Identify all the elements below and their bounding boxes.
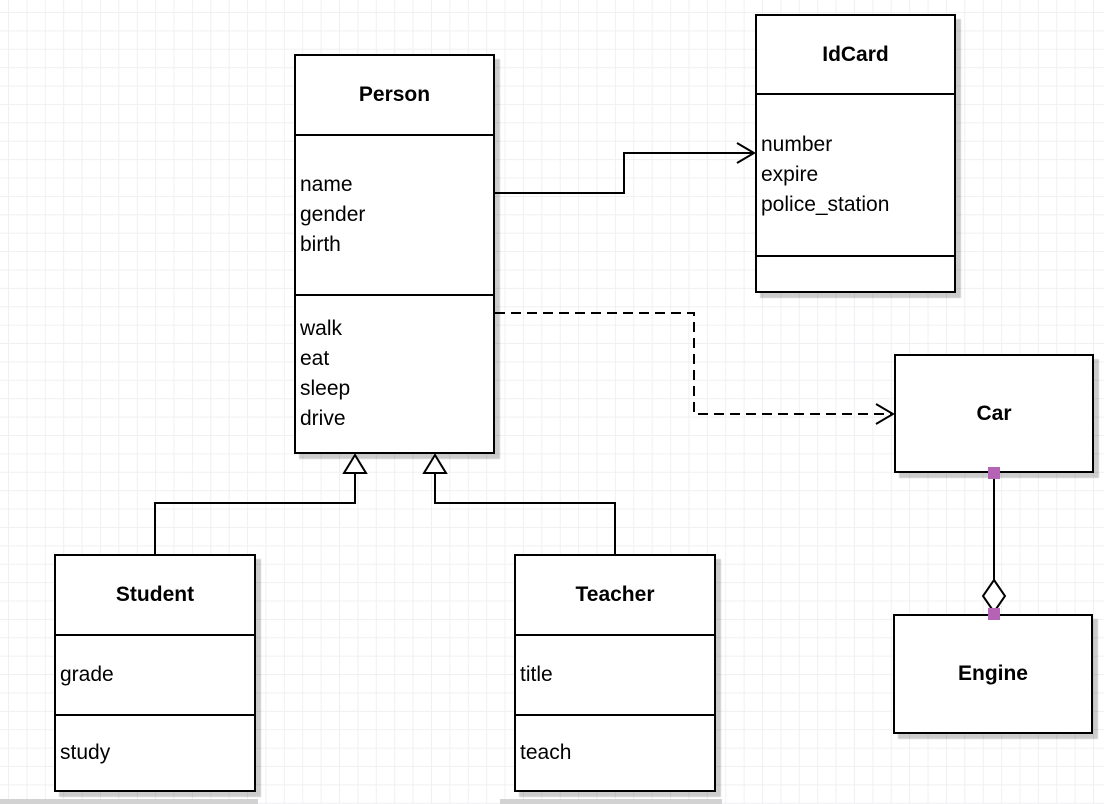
class-method: eat bbox=[300, 347, 330, 370]
class-method: sleep bbox=[300, 377, 351, 400]
edge-line bbox=[495, 153, 753, 193]
class-method: teach bbox=[520, 741, 572, 764]
open-arrowhead-icon bbox=[737, 143, 754, 163]
class-title-person: Person bbox=[358, 83, 431, 106]
class-method: study bbox=[60, 741, 111, 764]
association-person-idcard[interactable] bbox=[495, 143, 754, 193]
open-arrowhead-icon bbox=[876, 404, 893, 424]
attributes-compartment-student: grade bbox=[56, 634, 254, 714]
class-box-idcard[interactable]: IdCard number expire police_station bbox=[755, 14, 956, 293]
attributes-compartment-person: name gender birth bbox=[296, 134, 493, 294]
class-attribute: number bbox=[761, 133, 833, 156]
methods-compartment-student: study bbox=[56, 714, 254, 790]
generalization-teacher-person[interactable] bbox=[424, 455, 615, 554]
class-title-student: Student bbox=[115, 583, 195, 606]
class-title-engine: Engine bbox=[957, 662, 1028, 685]
class-title-teacher: Teacher bbox=[575, 583, 655, 606]
dependency-person-car[interactable] bbox=[495, 313, 893, 424]
attributes-compartment-teacher: title bbox=[516, 634, 714, 714]
class-attribute: grade bbox=[60, 663, 114, 686]
class-title-car: Car bbox=[976, 401, 1012, 425]
class-box-engine[interactable]: Engine bbox=[893, 614, 1093, 734]
class-box-teacher[interactable]: Teacher title teach bbox=[514, 554, 716, 792]
generalization-student-person[interactable] bbox=[155, 455, 366, 554]
edge-line bbox=[435, 473, 615, 554]
class-attribute: title bbox=[520, 663, 553, 686]
hollow-triangle-icon bbox=[344, 455, 366, 473]
class-method: drive bbox=[300, 407, 346, 430]
class-attribute: birth bbox=[300, 233, 341, 256]
class-attribute: name bbox=[300, 173, 353, 196]
aggregation-car-engine[interactable] bbox=[983, 467, 1005, 620]
methods-compartment-idcard bbox=[757, 255, 954, 291]
attributes-compartment-idcard: number expire police_station bbox=[757, 93, 954, 255]
class-box-car[interactable]: Car bbox=[894, 354, 1094, 473]
class-box-person[interactable]: Person name gender birth walk eat sleep … bbox=[294, 54, 495, 454]
class-box-student[interactable]: Student grade study bbox=[54, 554, 256, 792]
class-attribute: expire bbox=[761, 163, 819, 186]
class-attribute: gender bbox=[300, 203, 366, 226]
methods-compartment-person: walk eat sleep drive bbox=[296, 294, 493, 452]
class-title-idcard: IdCard bbox=[822, 42, 889, 66]
class-attribute: police_station bbox=[761, 193, 890, 216]
edge-line bbox=[155, 473, 355, 554]
hollow-triangle-icon bbox=[424, 455, 446, 473]
edge-line-dashed bbox=[495, 313, 891, 414]
hollow-diamond-icon bbox=[983, 580, 1005, 612]
partially-visible-shape bbox=[0, 799, 258, 804]
methods-compartment-teacher: teach bbox=[516, 714, 714, 790]
class-method: walk bbox=[300, 317, 343, 340]
partially-visible-shape bbox=[500, 799, 722, 804]
